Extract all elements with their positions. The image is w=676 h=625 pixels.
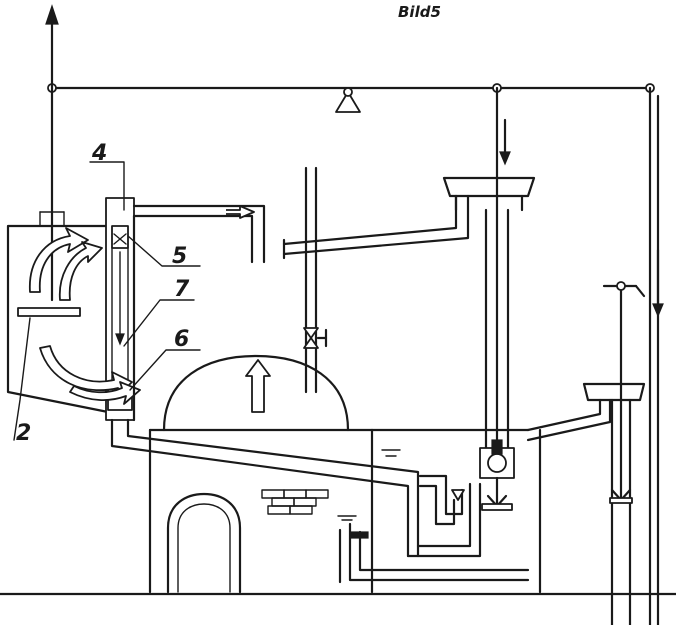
funnel-2 (526, 281, 646, 625)
separator-vessel (6, 197, 141, 421)
callout-label-5: 5 (172, 244, 187, 269)
right-riser (648, 86, 664, 625)
callout-label-7: 7 (174, 277, 190, 302)
drain-pipe (110, 418, 420, 558)
callout-label-2: 2 (16, 421, 31, 446)
fixed-support-icon (335, 87, 361, 113)
branch-pipe (282, 194, 470, 260)
funnel-1 (442, 86, 536, 456)
valve-pipe (303, 166, 328, 394)
top-duct (132, 204, 266, 422)
callout-leaders (13, 161, 201, 441)
figure-title: Bild5 (398, 3, 441, 21)
dome-chamber (162, 354, 350, 432)
callout-label-4: 4 (91, 141, 107, 166)
foundation (148, 428, 374, 594)
brick-pattern (261, 489, 329, 515)
water-tank (337, 428, 542, 594)
callout-label-6: 6 (174, 327, 189, 352)
